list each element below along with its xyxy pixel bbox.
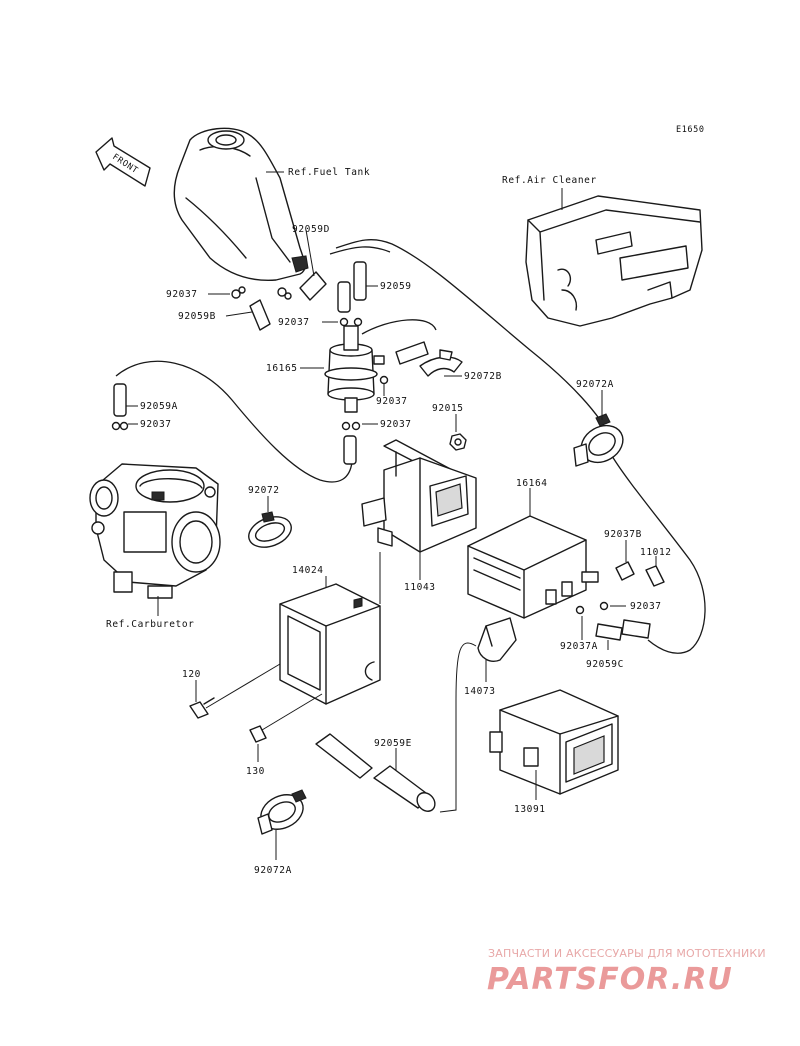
front-arrow-icon: FRONT: [95, 137, 151, 187]
tube-92059b: [249, 299, 271, 331]
label-92015: 92015: [432, 403, 464, 414]
label-92037-f: 92037: [630, 601, 662, 612]
label-11012: 11012: [640, 547, 672, 558]
bolt-120: [189, 663, 281, 719]
label-92037-c: 92037: [376, 396, 408, 407]
clamp-92072b: [419, 349, 463, 377]
watermark-tagline: ЗАПЧАСТИ И АКСЕССУАРЫ ДЛЯ МОТОТЕХНИКИ: [488, 947, 766, 960]
air-cleaner: [525, 195, 703, 327]
label-92037a: 92037A: [560, 641, 598, 652]
clip-92037-e: [341, 421, 361, 465]
label-120: 120: [182, 669, 201, 680]
tube-92059c: [595, 619, 651, 641]
watermark-brand: PARTSFOR.RU: [487, 962, 733, 997]
ref-fuel-tank-label: Ref.Fuel Tank: [288, 167, 370, 178]
guide-14073: [477, 617, 517, 662]
label-16164: 16164: [516, 478, 548, 489]
clamp-92072a-bottom: [257, 789, 307, 835]
label-16165: 16165: [266, 363, 298, 374]
cover-14024: [279, 583, 381, 705]
fuel-tank: [173, 127, 309, 281]
label-92037-b: 92037: [278, 317, 310, 328]
duct-13091: [489, 689, 619, 795]
label-92059e: 92059E: [374, 738, 412, 749]
tube-92059d: [299, 271, 327, 301]
hose-92059e: [315, 733, 436, 812]
clip-92037-b: [339, 317, 363, 327]
label-92037-d: 92037: [140, 419, 172, 430]
clip-92037-a: [231, 286, 292, 300]
fuel-filter-16165: [324, 325, 385, 413]
tube-92059-top: [337, 261, 367, 313]
label-92037-e: 92037: [380, 419, 412, 430]
label-92059a: 92059A: [140, 401, 178, 412]
clip-92037-f: [575, 601, 609, 615]
label-92037b: 92037B: [604, 529, 642, 540]
clip-92037-c: [379, 375, 389, 385]
label-92037-a: 92037: [166, 289, 198, 300]
label-14073: 14073: [464, 686, 496, 697]
clamp-92072: [248, 511, 292, 548]
carburetor: [89, 463, 221, 599]
label-92072: 92072: [248, 485, 280, 496]
label-92072b: 92072B: [464, 371, 502, 382]
label-92072a-bottom: 92072A: [254, 865, 292, 876]
clamp-92072a-top: [573, 413, 624, 467]
bolt-130: [249, 693, 323, 743]
nut-92015: [449, 433, 467, 451]
canister-16164: [467, 515, 599, 619]
label-92072a-top: 92072A: [576, 379, 614, 390]
label-11043: 11043: [404, 582, 436, 593]
tube-92059a: [113, 383, 127, 417]
tube-short-right: [395, 341, 429, 365]
clip-92037b: [615, 561, 635, 581]
cap-11012: [645, 565, 665, 587]
ref-air-cleaner-label: Ref.Air Cleaner: [502, 175, 597, 186]
diagram-code: E1650: [676, 125, 705, 135]
clip-92037-d: [111, 421, 129, 431]
label-13091: 13091: [514, 804, 546, 815]
label-92059d: 92059D: [292, 224, 330, 235]
label-130: 130: [246, 766, 265, 777]
label-92059-top: 92059: [380, 281, 412, 292]
label-14024: 14024: [292, 565, 324, 576]
bracket-11043: [361, 439, 477, 553]
ref-carburetor-label: Ref.Carburetor: [106, 619, 194, 630]
label-92059c: 92059C: [586, 659, 624, 670]
label-92059b: 92059B: [178, 311, 216, 322]
